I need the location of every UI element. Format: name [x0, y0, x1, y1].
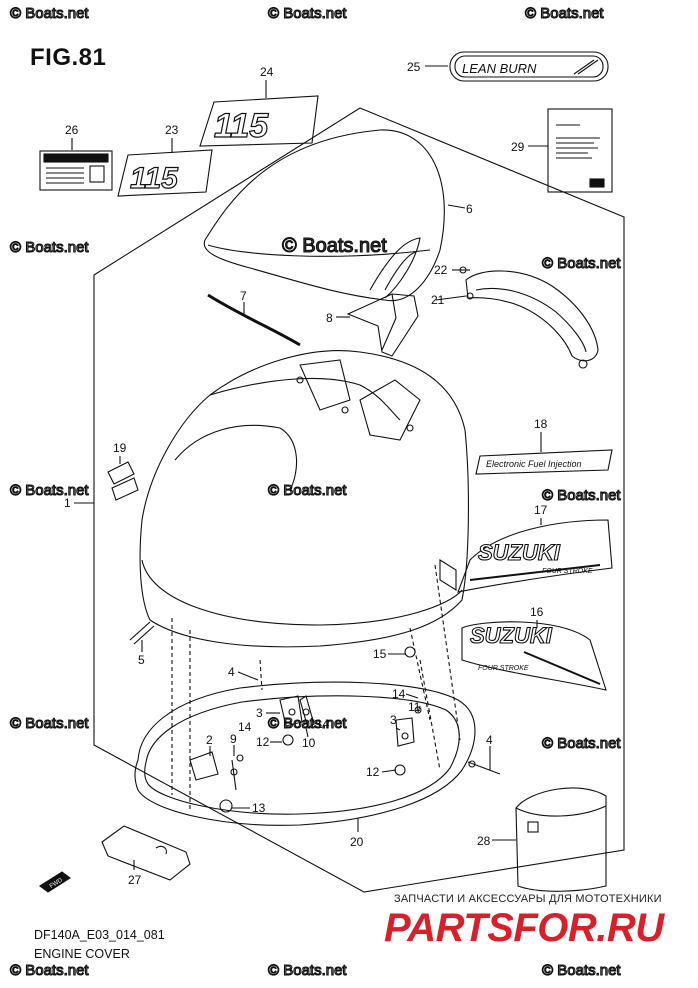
lean-burn-decal: LEAN BURN [449, 51, 609, 82]
svg-text:115: 115 [214, 107, 269, 145]
callout-20: 20 [350, 835, 364, 849]
callout-5: 5 [138, 653, 145, 667]
efi-decal: Electronic Fuel Injection [475, 449, 613, 475]
screw-22 [458, 266, 470, 274]
side-decal-lower: SUZUKI FOUR STROKE [461, 621, 607, 691]
footer-name: ENGINE COVER [34, 947, 130, 961]
callout-11: 11 [408, 700, 421, 714]
callout-14: 14 [238, 720, 252, 734]
callout-labels: 24 25 26 23 29 6 22 21 7 8 18 19 1 17 16… [49, 60, 548, 890]
callout-3: 3 [390, 713, 397, 727]
svg-text:Electronic Fuel Injection: Electronic Fuel Injection [486, 459, 582, 469]
callout-4: 4 [228, 665, 235, 679]
callout-6: 6 [466, 202, 473, 216]
callout-22: 22 [434, 263, 448, 277]
callout-2: 2 [206, 733, 213, 747]
callout-14: 14 [392, 687, 406, 701]
watermark: © Boats.net [542, 962, 621, 979]
owners-manual [547, 108, 613, 193]
callout-9: 9 [230, 732, 237, 746]
callout-17: 17 [534, 503, 548, 517]
callout-8: 8 [326, 311, 333, 325]
watermark: © Boats.net [10, 239, 89, 256]
callout-25: 25 [407, 60, 421, 74]
callout-21: 21 [431, 293, 445, 307]
watermark: © Boats.net [10, 5, 89, 22]
callout-13: 13 [252, 801, 266, 815]
fwd-arrow [39, 871, 71, 893]
callout-3: 3 [256, 706, 263, 720]
svg-text:LEAN BURN: LEAN BURN [462, 61, 537, 76]
watermark: © Boats.net [10, 482, 89, 499]
side-decal-upper: SUZUKI FOUR STROKE [457, 519, 613, 593]
watermark: © Boats.net [268, 962, 347, 979]
callout-27: 27 [128, 873, 142, 887]
callout-14: 14 [316, 717, 330, 731]
lower-seal [134, 681, 476, 826]
shop-tagline: ЗАПЧАСТИ И АКСЕССУАРЫ ДЛЯ МОТОТЕХНИКИ [394, 893, 662, 905]
svg-text:FOUR STROKE: FOUR STROKE [542, 568, 593, 575]
callout-28: 28 [477, 834, 491, 848]
watermark: © Boats.net [525, 5, 604, 22]
warning-label [39, 150, 113, 191]
callout-12: 12 [366, 765, 380, 779]
hardware [129, 621, 501, 813]
watermark: © Boats.net [10, 715, 89, 732]
callout-23: 23 [165, 123, 179, 137]
suzuki-emblem [107, 461, 139, 501]
small-cover [346, 293, 419, 357]
watermark: © Boats.net [10, 962, 89, 979]
center-watermark: © Boats.net [282, 235, 387, 257]
callout-12: 12 [256, 735, 270, 749]
model-115-decal-large: 115 [199, 95, 319, 147]
watermark: © Boats.net [268, 5, 347, 22]
footer-code: DF140A_E03_014_081 [34, 928, 165, 942]
callout-26: 26 [65, 123, 79, 137]
callout-18: 18 [534, 417, 548, 431]
model-115-decal-small: 115 [117, 149, 213, 197]
svg-text:SUZUKI: SUZUKI [470, 623, 553, 648]
assembly-outline [93, 107, 625, 893]
handle [465, 270, 599, 369]
main-engine-cover [139, 350, 469, 648]
figure-title: FIG.81 [30, 44, 107, 71]
tool-bag [101, 825, 191, 881]
watermark: © Boats.net [268, 482, 347, 499]
leader-lines [171, 564, 461, 810]
watermarks: © Boats.net © Boats.net © Boats.net © Bo… [9, 4, 622, 979]
svg-text:SUZUKI: SUZUKI [478, 540, 561, 565]
svg-text:FOUR STROKE: FOUR STROKE [478, 665, 529, 672]
callout-19: 19 [113, 441, 127, 455]
callout-7: 7 [240, 289, 247, 303]
watermark: © Boats.net [542, 487, 621, 504]
watermark: © Boats.net [542, 735, 621, 752]
callout-10: 10 [302, 736, 316, 750]
callout-leaders [71, 65, 548, 870]
storage-cover [515, 787, 607, 892]
callout-24: 24 [260, 65, 274, 79]
callout-15: 15 [373, 647, 387, 661]
callout-1: 1 [64, 496, 71, 510]
seal-strip [207, 293, 301, 347]
callout-29: 29 [511, 140, 525, 154]
watermark: © Boats.net [268, 715, 347, 732]
watermark: © Boats.net [542, 255, 621, 272]
shop-logo: PARTSFOR.RU [384, 906, 664, 950]
top-cover [203, 129, 445, 302]
svg-text:115: 115 [130, 162, 179, 195]
callout-16: 16 [530, 605, 544, 619]
callout-4: 4 [486, 733, 493, 747]
